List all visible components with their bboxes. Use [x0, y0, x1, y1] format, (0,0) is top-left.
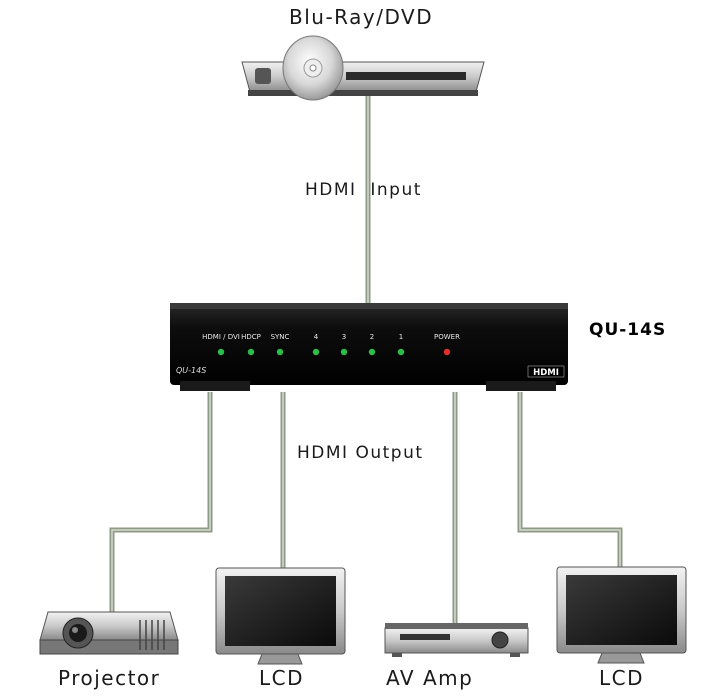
hdmi-logo: [527, 365, 565, 378]
led-light: [443, 348, 451, 356]
led-light: [397, 348, 405, 356]
led-light: [368, 348, 376, 356]
indicator-power: POWER: [434, 333, 460, 356]
dvd-player-icon: [241, 35, 485, 101]
indicator-3: 3: [340, 333, 348, 356]
hdmi-logo-text: HDMI: [533, 368, 559, 378]
indicator-1: 1: [397, 333, 405, 356]
projector-icon: [39, 611, 179, 655]
indicator-hdcp: HDCP: [241, 333, 261, 356]
led-light: [217, 348, 225, 356]
lcd-monitor-icon: [556, 566, 687, 664]
hdmi-input-label: HDMI Input: [305, 180, 422, 200]
output-label-av-amp: AV Amp: [386, 666, 474, 690]
indicator-4: 4: [312, 333, 320, 356]
front-model-text: QU-14S: [176, 366, 206, 375]
output-cable-projector: [109, 392, 213, 618]
output-label-lcd-left: LCD: [259, 666, 305, 690]
output-label-lcd-right: LCD: [599, 666, 645, 690]
indicator-2: 2: [368, 333, 376, 356]
device-model-label: QU-14S: [589, 320, 667, 340]
av-amplifier-icon: [384, 623, 529, 657]
hdmi-output-label: HDMI Output: [297, 443, 424, 463]
led-light: [276, 348, 284, 356]
output-cable-lcd-right: [517, 392, 623, 575]
led-light: [312, 348, 320, 356]
indicator-label: 3: [342, 333, 346, 341]
source-label: Blu-Ray/DVD: [289, 5, 434, 29]
indicator-label: HDCP: [241, 333, 261, 341]
indicator-label: POWER: [434, 333, 460, 341]
indicator-label: SYNC: [271, 333, 290, 341]
indicator-label: 1: [399, 333, 403, 341]
led-light: [247, 348, 255, 356]
indicator-label: HDMI / DVI: [202, 333, 240, 341]
indicator-label: 2: [370, 333, 374, 341]
led-light: [340, 348, 348, 356]
output-label-projector: Projector: [58, 666, 161, 690]
indicator-hdmi-dvi: HDMI / DVI: [202, 333, 240, 356]
indicator-sync: SYNC: [271, 333, 290, 356]
lcd-monitor-icon: [215, 567, 346, 665]
indicator-label: 4: [314, 333, 319, 341]
